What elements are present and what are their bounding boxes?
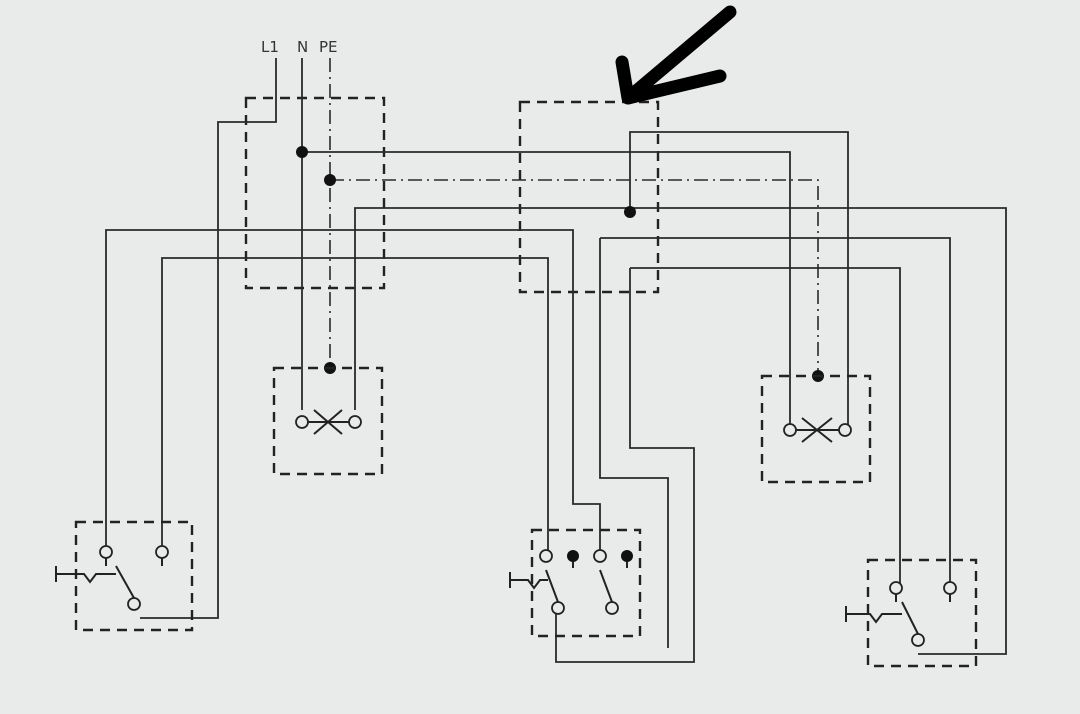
wire-n-lamp-right: [302, 151, 791, 428]
wire-switch-right-b: [630, 267, 901, 586]
wire-center-loop-b: [555, 268, 695, 663]
node-n: [296, 146, 308, 158]
wire-switch-left-b: [161, 257, 549, 552]
lamp-icon: [295, 409, 362, 435]
junction-box-right: [518, 100, 660, 294]
node-center: [624, 206, 636, 218]
wire-lamp-left-return: [354, 207, 1007, 655]
wire-center-loop-a: [599, 238, 669, 648]
wire-switch-right-a: [600, 237, 951, 590]
wire-switch-left-a: [105, 229, 601, 552]
junction-box-left: [244, 96, 386, 290]
wire-l1: [140, 58, 277, 619]
node-pe: [324, 174, 336, 186]
lamp-right: [760, 374, 872, 484]
lamp-icon: [783, 417, 852, 443]
wire-pe-lamp-right: [330, 179, 819, 376]
push-button-switch-icon: [55, 545, 169, 611]
lamp-left: [272, 366, 384, 476]
label-l1: L1: [261, 38, 279, 56]
label-n: N: [297, 38, 308, 56]
push-button-switch-icon: [509, 549, 633, 615]
switch-center: [509, 528, 642, 638]
hand-drawn-arrow-icon: [615, 5, 737, 105]
switch-left: [55, 520, 194, 632]
label-pe: PE: [319, 38, 338, 56]
switch-right: [845, 558, 978, 668]
push-button-switch-icon: [845, 581, 957, 647]
wire-lamp-right-feed: [629, 131, 849, 428]
